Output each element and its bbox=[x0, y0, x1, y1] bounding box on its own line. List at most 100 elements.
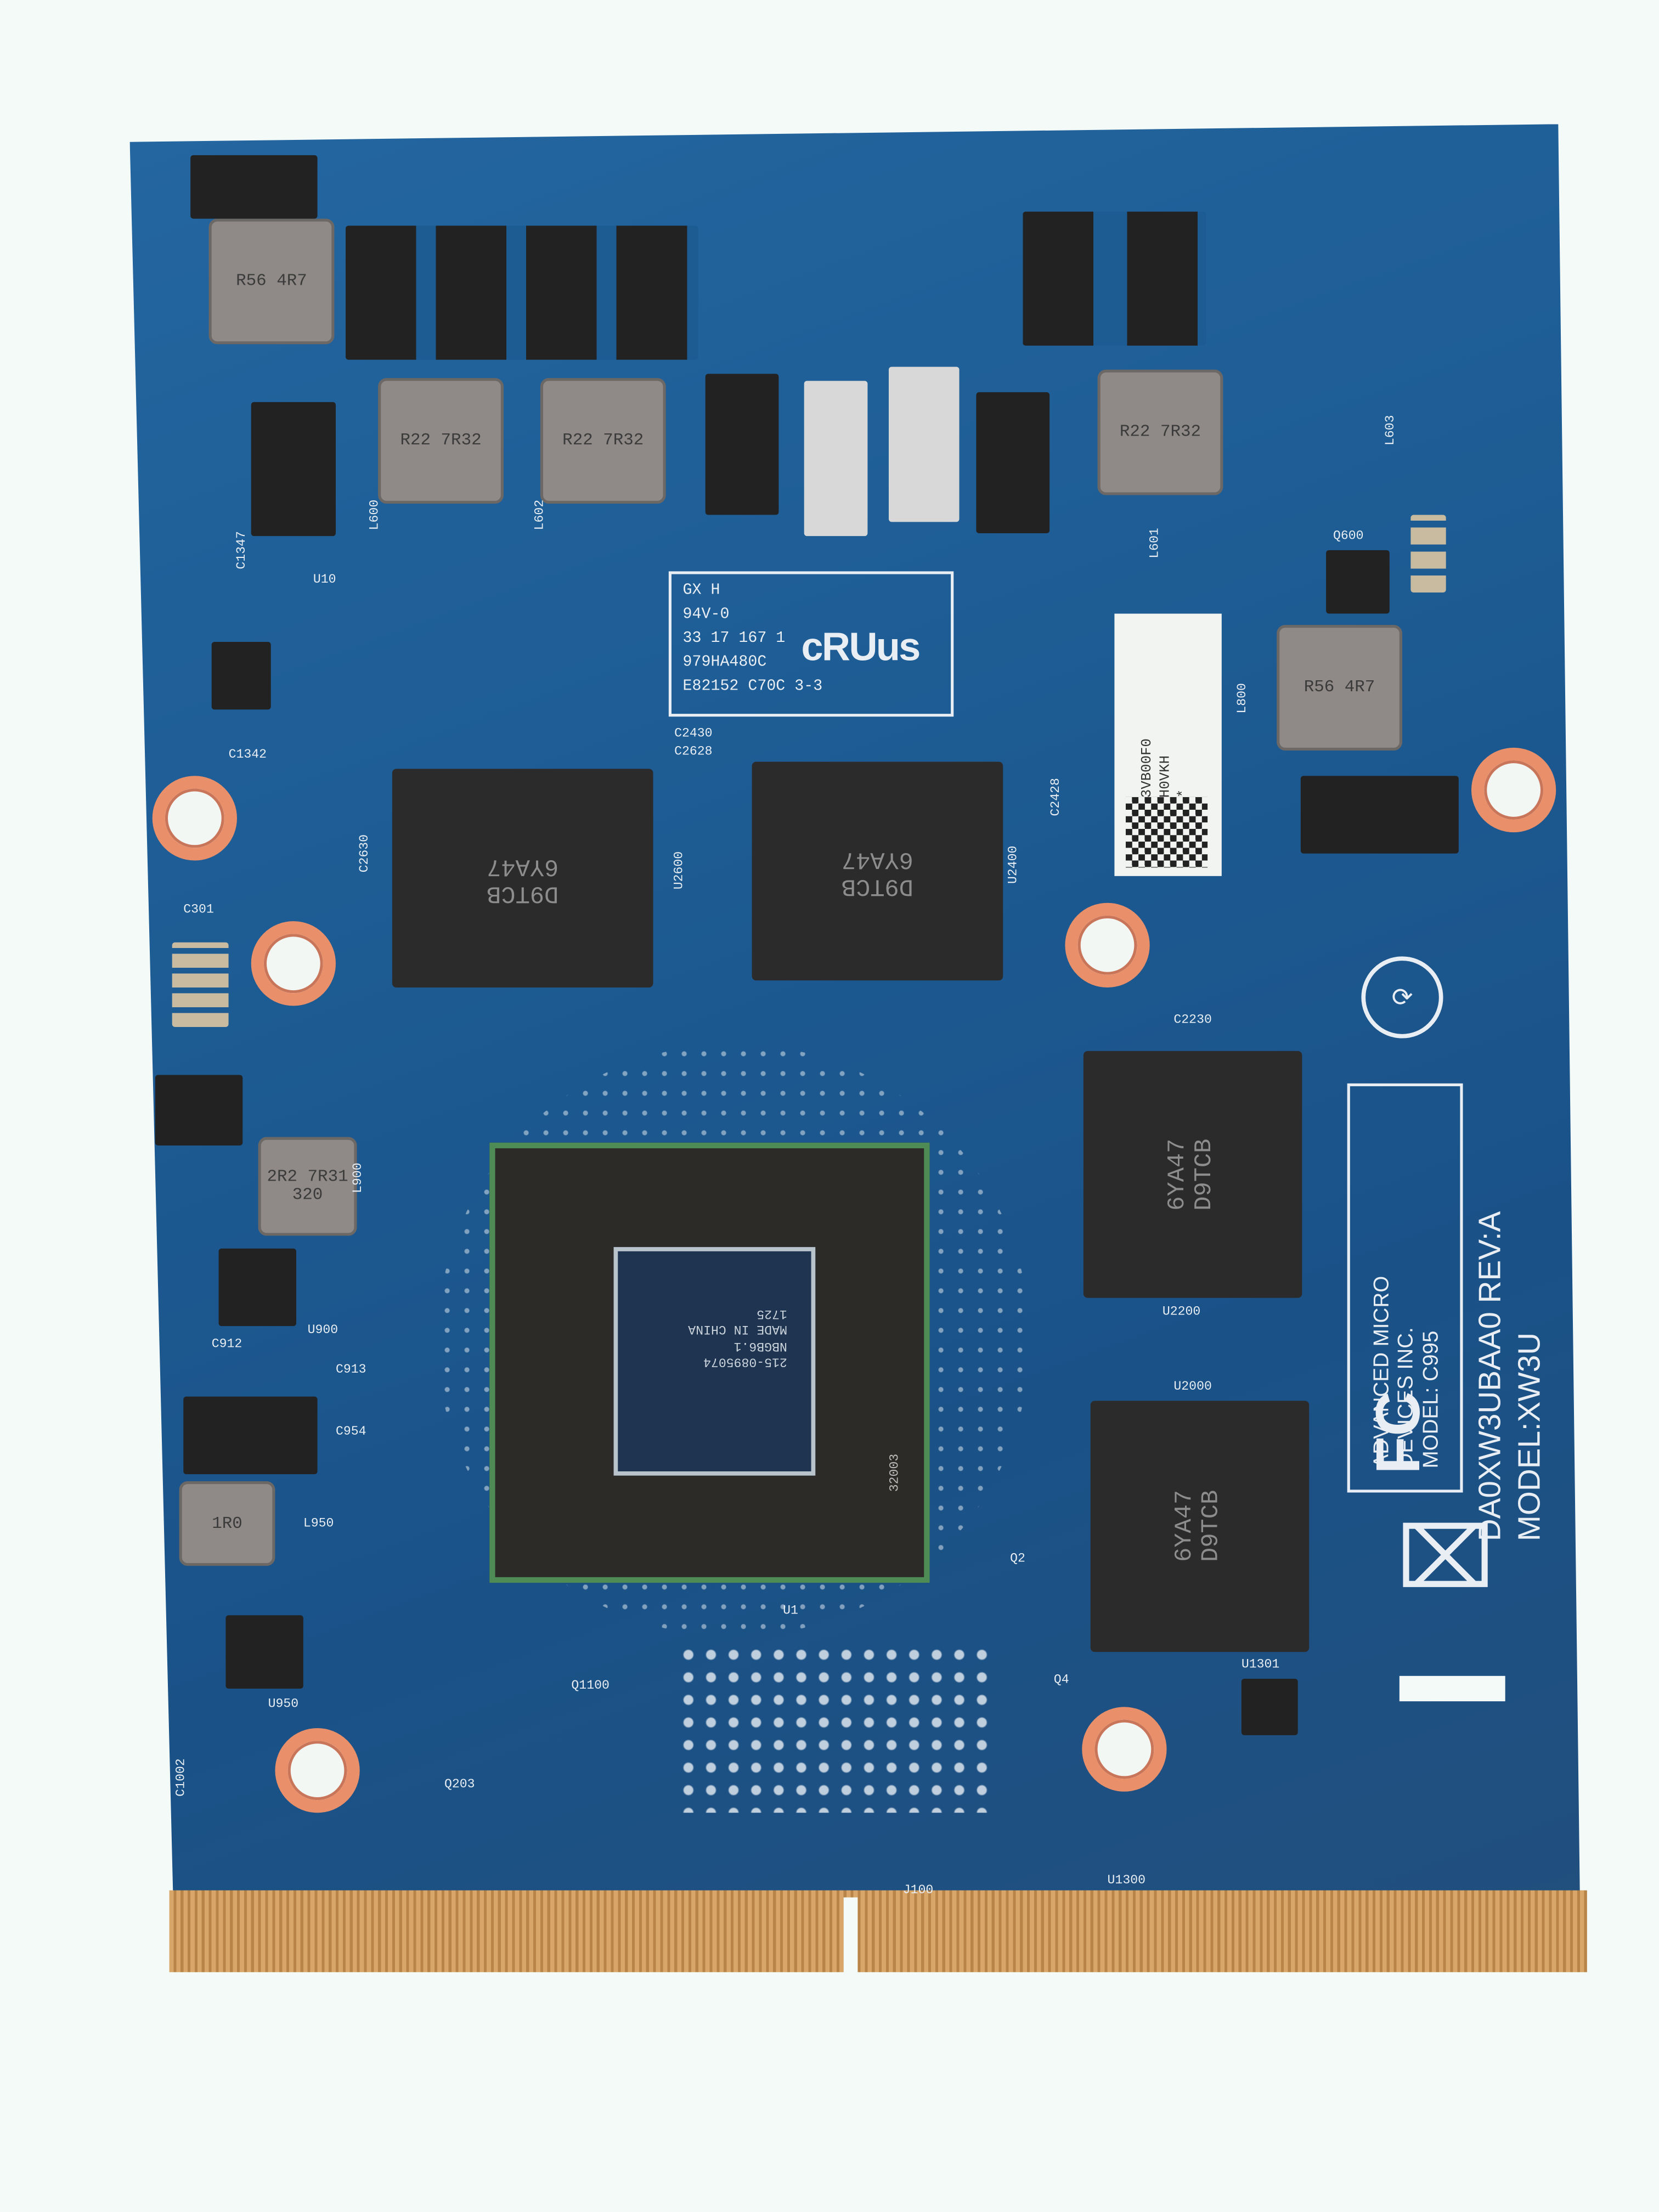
ref-designator: Q4 bbox=[1053, 1673, 1069, 1688]
ref-designator: C1347 bbox=[235, 531, 249, 569]
edge-connector bbox=[169, 1890, 1587, 1972]
mosfet-row bbox=[1023, 211, 1206, 346]
ref-designator: U2600 bbox=[672, 851, 687, 890]
silkscreen-bar bbox=[1399, 1675, 1505, 1702]
inductor-label: 2R2 7R31 320 bbox=[267, 1167, 348, 1205]
ref-designator: U1300 bbox=[1107, 1873, 1146, 1888]
ref-designator: U900 bbox=[307, 1323, 338, 1338]
mounting-hole bbox=[152, 776, 237, 861]
ref-designator: L800 bbox=[1235, 683, 1250, 714]
gpu-die-text: MADE IN CHINA bbox=[688, 1322, 787, 1337]
ic-chip bbox=[1241, 1678, 1298, 1735]
capacitor bbox=[804, 381, 868, 537]
mounting-hole bbox=[1471, 747, 1556, 833]
sticker-line: A1A** bbox=[1176, 592, 1194, 832]
memory-chip-code: 6YA47 bbox=[1165, 1138, 1192, 1211]
mounting-hole bbox=[275, 1728, 360, 1813]
ref-designator: C912 bbox=[211, 1337, 242, 1352]
memory-chip-code: 6YA47 bbox=[1172, 1490, 1199, 1562]
memory-chip-code: D9TCB bbox=[1198, 1490, 1226, 1562]
memory-chip-code: 6YA47 bbox=[487, 853, 559, 880]
ref-designator: C2430 bbox=[674, 726, 713, 741]
mounting-hole bbox=[1065, 902, 1150, 988]
inductor: R22 7R32 bbox=[378, 378, 504, 504]
model-line: MODEL:XW3U bbox=[1510, 1332, 1547, 1542]
ref-designator: U2000 bbox=[1173, 1379, 1212, 1394]
datamatrix-code bbox=[1125, 797, 1208, 868]
mounting-hole bbox=[1082, 1707, 1167, 1792]
polymer-capacitor bbox=[1300, 776, 1459, 854]
ref-designator: U2200 bbox=[1162, 1305, 1201, 1319]
fcc-label: ADVANCED MICRO DEVICES INC. MODEL: C995 … bbox=[1347, 1083, 1463, 1493]
ref-designator: U950 bbox=[268, 1697, 299, 1712]
ref-designator: C2428 bbox=[1048, 778, 1063, 816]
ref-designator: U2400 bbox=[1006, 845, 1021, 884]
inductor-label: R22 7R32 bbox=[400, 430, 482, 450]
mosfet-row bbox=[345, 225, 698, 360]
inductor-label: R22 7R32 bbox=[1119, 422, 1201, 442]
weee-bin-icon: ⌧ bbox=[1396, 1510, 1494, 1606]
inductor: R22 7R32 bbox=[1097, 369, 1223, 495]
ic-chip bbox=[155, 1075, 243, 1146]
ref-designator: L601 bbox=[1148, 528, 1163, 558]
ref-designator: C2628 bbox=[674, 744, 713, 759]
polymer-capacitor bbox=[705, 374, 779, 515]
ref-designator: J100 bbox=[902, 1883, 934, 1898]
ul-label: GX H 94V-0 33 17 167 1 979HA480C E82152 … bbox=[668, 571, 954, 717]
ul-mark-logo: cRUus bbox=[801, 625, 921, 669]
memory-chip-code: D9TCB bbox=[841, 872, 914, 899]
inductor: R56 4R7 bbox=[208, 218, 335, 345]
inductor-label: R56 4R7 bbox=[236, 271, 307, 291]
inductor: R56 4R7 bbox=[1277, 625, 1402, 751]
ul-line: GX H bbox=[682, 582, 720, 600]
ic-chip bbox=[1326, 550, 1390, 614]
gpu-die-text: 215-0895074 bbox=[703, 1354, 787, 1369]
ul-line: 94V-0 bbox=[682, 606, 730, 624]
sticker-line: S7E8H0VKH bbox=[1159, 755, 1175, 832]
capacitor bbox=[888, 366, 960, 522]
ref-designator: U1301 bbox=[1241, 1657, 1280, 1672]
inductor: R22 7R32 bbox=[540, 378, 666, 504]
gpu-package-code: 32003 bbox=[888, 1453, 902, 1492]
ref-designator: Q1100 bbox=[571, 1678, 610, 1693]
gpu-die-text: 1725 bbox=[757, 1306, 787, 1321]
ref-designator: C301 bbox=[183, 902, 214, 917]
ic-chip bbox=[218, 1248, 296, 1327]
ref-designator: C2630 bbox=[357, 834, 372, 873]
mosfet bbox=[190, 155, 318, 219]
ul-line: E82152 C70C 3-3 bbox=[682, 679, 823, 696]
ref-designator: L602 bbox=[533, 499, 548, 531]
fcc-logo: FC bbox=[1364, 1391, 1434, 1475]
ref-designator: Q203 bbox=[444, 1777, 475, 1792]
ic-chip bbox=[211, 641, 271, 710]
sticker-line: 32XW3VB00F0 bbox=[1140, 738, 1156, 832]
memory-chip-code: 6YA47 bbox=[841, 845, 914, 873]
gpu-die-text: NBGB6.1 bbox=[733, 1338, 787, 1353]
model-line: DA0XW3UBAA0 REV:A bbox=[1472, 1211, 1508, 1542]
inductor-label: R22 7R32 bbox=[562, 430, 644, 450]
recycle-10-icon: ⟳ bbox=[1361, 956, 1443, 1039]
inductor-label: 1R0 bbox=[212, 1513, 242, 1533]
ref-designator: U1 bbox=[783, 1604, 798, 1618]
ref-designator: Q2 bbox=[1010, 1551, 1025, 1566]
capacitor-bank bbox=[1410, 515, 1446, 592]
ref-designator: C1342 bbox=[228, 747, 267, 762]
polymer-capacitor bbox=[976, 392, 1050, 533]
ref-designator: C1002 bbox=[174, 1758, 189, 1797]
inductor: 2R2 7R31 320 bbox=[258, 1137, 357, 1236]
serial-sticker: 32XW3VB00F0 S7E8H0VKH A1A** bbox=[1114, 613, 1222, 876]
capacitor-bank bbox=[172, 942, 229, 1027]
memory-chip-code: D9TCB bbox=[487, 879, 559, 906]
ref-designator: L900 bbox=[351, 1163, 365, 1193]
ic-chip bbox=[225, 1615, 303, 1689]
polymer-capacitor bbox=[183, 1396, 318, 1475]
connector-notch bbox=[843, 1897, 858, 1975]
memory-chip-code: D9TCB bbox=[1191, 1138, 1218, 1211]
gpu-die: 215-0895074 NBGB6.1 MADE IN CHINA 1725 bbox=[613, 1247, 816, 1476]
ul-line: 979HA480C bbox=[682, 654, 767, 672]
